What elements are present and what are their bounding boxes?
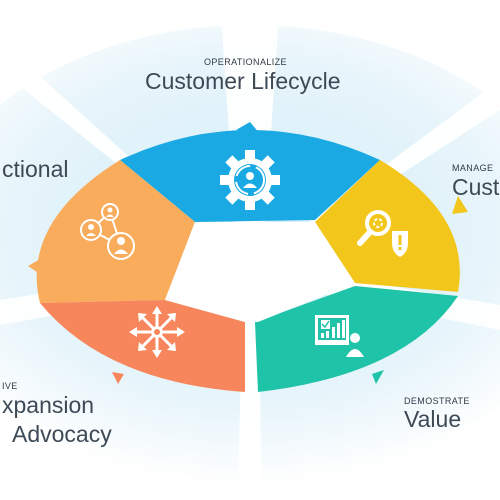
right-kicker: MANAGE (452, 163, 494, 173)
left-title: ctional (2, 156, 69, 182)
top-title: Customer Lifecycle (145, 68, 341, 94)
arrow-bottom-left (112, 372, 124, 384)
presentation-chart-icon (315, 315, 364, 357)
center-hub (165, 222, 355, 322)
bottom-left-title-line1: xpansion (2, 392, 95, 418)
gear-people-icon (220, 150, 280, 210)
bottom-left-kicker: IVE (2, 381, 18, 391)
arrow-bottom-right (372, 370, 384, 384)
magnifier-shield-icon (357, 210, 408, 257)
arrows-burst-icon (129, 306, 185, 358)
top-kicker: OPERATIONALIZE (204, 57, 287, 67)
bottom-right-kicker: DEMOSTRATE (404, 396, 470, 406)
right-title: Cust (452, 174, 500, 200)
network-people-icon (80, 203, 135, 260)
arrow-right (452, 196, 468, 214)
bottom-right-title: Value (404, 406, 462, 432)
bottom-left-title-line2: Advocacy (12, 421, 112, 447)
